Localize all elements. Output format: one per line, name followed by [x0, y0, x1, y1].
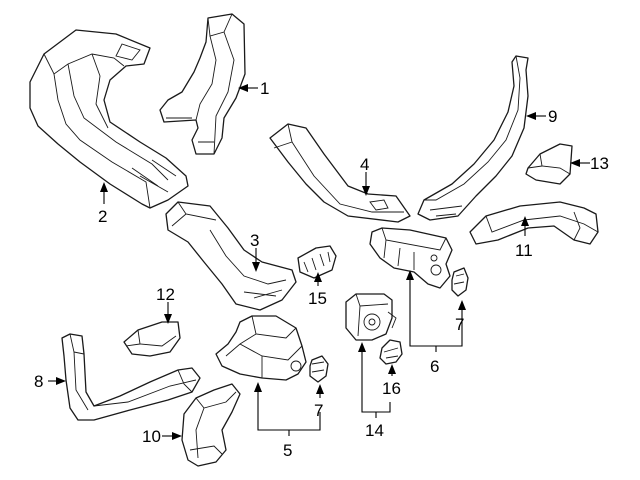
callout-16: 16	[382, 379, 401, 398]
callout-8: 8	[34, 372, 43, 391]
callout-5: 5	[283, 441, 292, 460]
callout-14: 14	[365, 421, 384, 440]
callout-9: 9	[548, 107, 557, 126]
part-1-duct	[159, 13, 246, 155]
part-14-motor	[345, 293, 397, 341]
part-2-duct	[29, 29, 189, 209]
callout-15: 15	[308, 289, 327, 308]
leader-lines	[48, 84, 590, 440]
part-13-bracket	[525, 143, 573, 185]
part-3-duct	[165, 201, 297, 311]
part-7-clip-upper	[451, 267, 469, 297]
part-11-duct	[469, 201, 599, 245]
part-8-duct	[61, 333, 201, 421]
part-15-vent	[297, 245, 337, 279]
callout-4: 4	[360, 155, 369, 174]
callout-12: 12	[156, 285, 175, 304]
callout-13: 13	[590, 154, 609, 173]
callout-11: 11	[515, 241, 533, 260]
part-7-clip-lower	[309, 355, 329, 383]
part-9-duct	[417, 55, 529, 221]
callout-2: 2	[98, 207, 107, 226]
callout-3: 3	[250, 231, 259, 250]
part-16-connector	[379, 339, 403, 365]
part-6-actuator	[369, 227, 453, 289]
callout-7-lower: 7	[314, 401, 323, 420]
callout-1: 1	[260, 79, 269, 98]
part-10-duct	[181, 383, 241, 467]
callout-6: 6	[430, 357, 439, 376]
part-4-duct	[269, 123, 411, 223]
callout-10: 10	[142, 427, 161, 446]
part-5-duct	[215, 315, 307, 381]
callout-7-upper: 7	[455, 315, 464, 334]
callout-labels: 1 2 3 4 5 6 7 7 8 9 10 11 12 13 14 15 16	[34, 79, 609, 460]
part-12-bracket	[123, 321, 181, 357]
